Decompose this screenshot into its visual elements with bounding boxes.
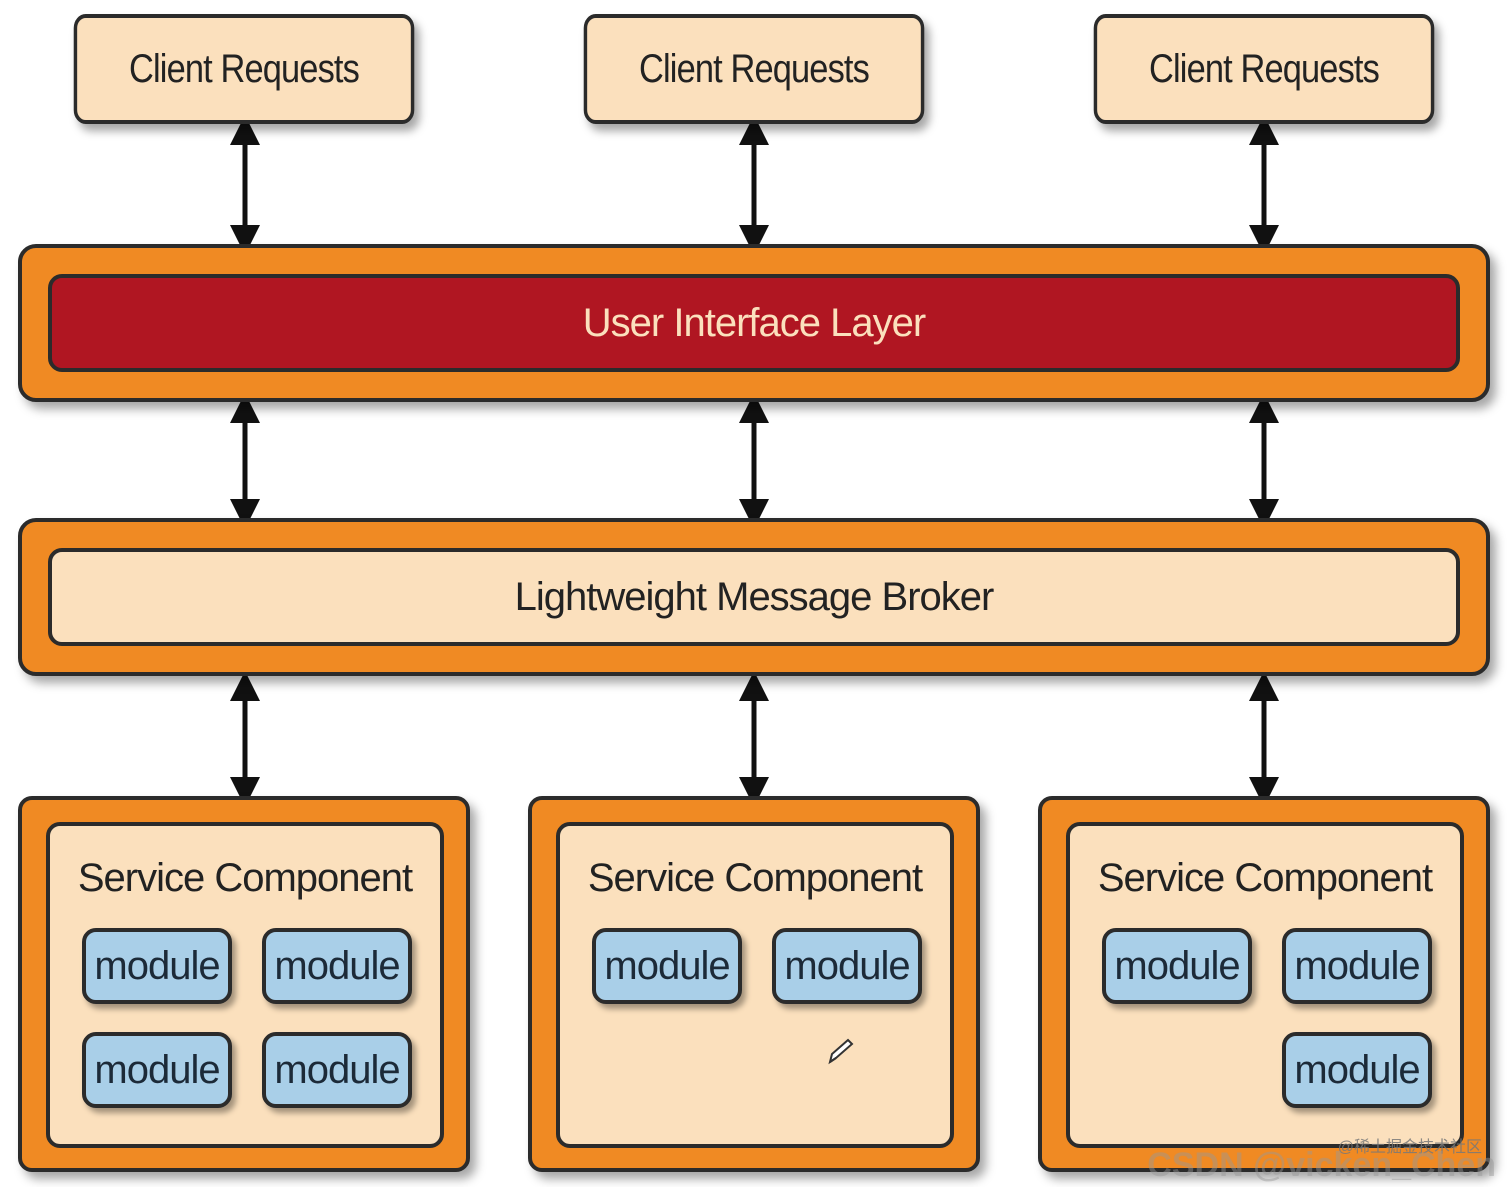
module-box: module — [772, 928, 922, 1004]
service-component-title: Service Component — [587, 856, 923, 900]
message-broker-label: Lightweight Message Broker — [514, 574, 995, 619]
service-component-frame-2: Service Component module module — [528, 796, 980, 1172]
module-box: module — [82, 928, 232, 1004]
service-component-frame-3: Service Component module module module — [1038, 796, 1490, 1172]
client-requests-label: Client Requests — [1149, 46, 1380, 91]
client-requests-label: Client Requests — [639, 46, 870, 91]
message-broker-frame: Lightweight Message Broker — [18, 518, 1490, 676]
service-component-3: Service Component module module module — [1066, 822, 1464, 1148]
module-box: module — [1102, 928, 1252, 1004]
module-box: module — [1282, 928, 1432, 1004]
message-broker: Lightweight Message Broker — [48, 548, 1460, 646]
client-requests-label: Client Requests — [129, 46, 360, 91]
module-box: module — [592, 928, 742, 1004]
csdn-watermark: CSDN @vicken_Chen — [1147, 1146, 1496, 1184]
user-interface-layer-frame: User Interface Layer — [18, 244, 1490, 402]
module-box: module — [262, 928, 412, 1004]
user-interface-layer-label: User Interface Layer — [582, 300, 926, 345]
client-requests-box-3: Client Requests — [1093, 14, 1435, 124]
module-box: module — [82, 1032, 232, 1108]
service-component-frame-1: Service Component module module module m… — [18, 796, 470, 1172]
service-component-1: Service Component module module module m… — [46, 822, 444, 1148]
user-interface-layer: User Interface Layer — [48, 274, 1460, 372]
client-requests-box-2: Client Requests — [583, 14, 925, 124]
client-requests-box-1: Client Requests — [73, 14, 415, 124]
pen-cursor-icon — [828, 1038, 854, 1065]
service-component-2: Service Component module module — [556, 822, 954, 1148]
service-component-title: Service Component — [1097, 856, 1433, 900]
service-component-title: Service Component — [77, 856, 413, 900]
module-box: module — [262, 1032, 412, 1108]
module-box: module — [1282, 1032, 1432, 1108]
juejin-watermark: @稀土掘金技术社区 — [1337, 1139, 1482, 1156]
